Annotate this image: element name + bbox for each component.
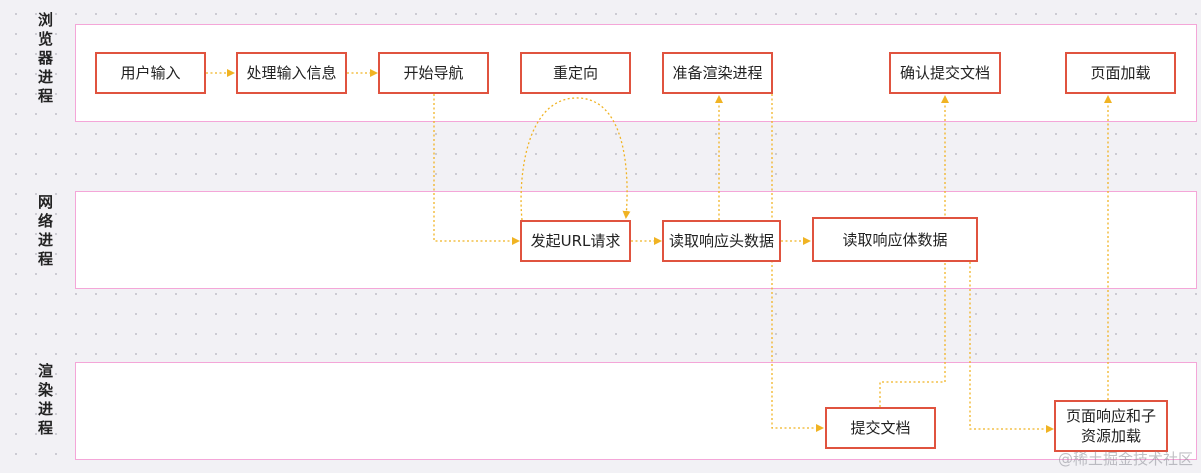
node-commit-document: 提交文档 — [825, 407, 936, 449]
node-page-load: 页面加载 — [1065, 52, 1176, 94]
render-lane — [75, 362, 1197, 460]
browser-lane-label: 浏览器进程 — [36, 12, 54, 107]
node-redirect: 重定向 — [520, 52, 631, 94]
network-lane — [75, 191, 1197, 289]
node-confirm-commit: 确认提交文档 — [889, 52, 1001, 94]
node-read-body: 读取响应体数据 — [812, 217, 978, 262]
node-read-headers: 读取响应头数据 — [662, 220, 781, 262]
node-start-navigation: 开始导航 — [378, 52, 489, 94]
render-lane-label: 渲染进程 — [36, 363, 54, 439]
node-url-request: 发起URL请求 — [520, 220, 631, 262]
watermark: @稀土掘金技术社区 — [1057, 450, 1193, 468]
node-page-response-subresources: 页面响应和子资源加载 — [1054, 400, 1168, 452]
node-user-input: 用户输入 — [95, 52, 206, 94]
network-lane-label: 网络进程 — [36, 194, 54, 270]
node-prepare-render-process: 准备渲染进程 — [662, 52, 773, 94]
node-process-input: 处理输入信息 — [236, 52, 347, 94]
